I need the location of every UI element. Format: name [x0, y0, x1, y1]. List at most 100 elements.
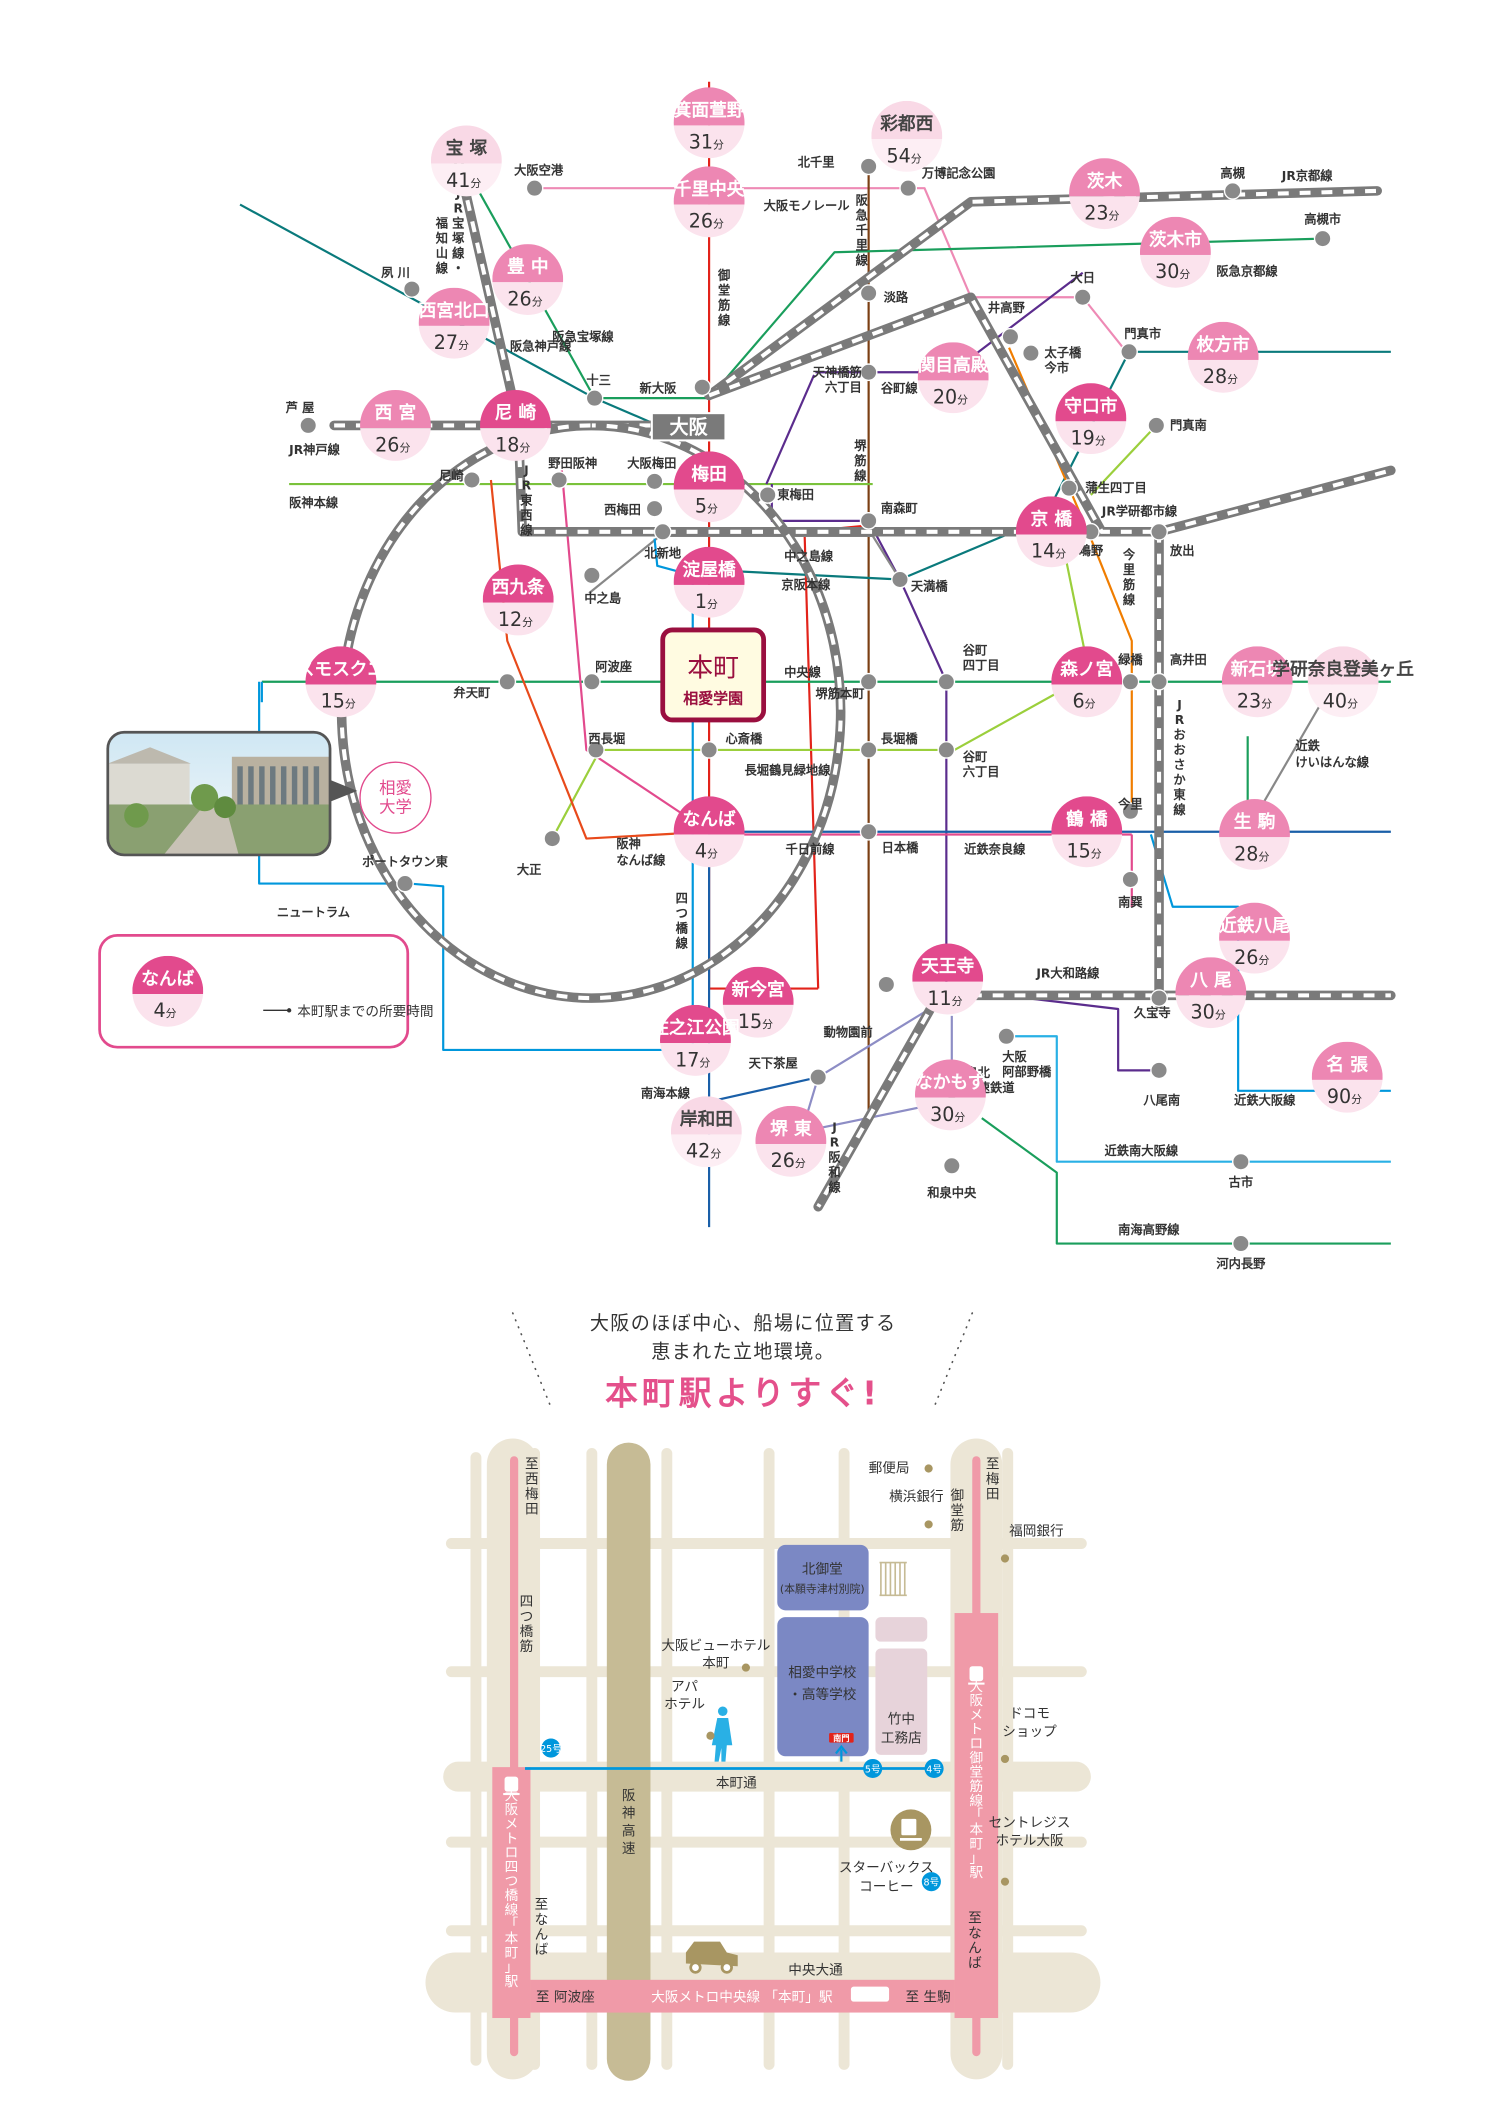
station-node[interactable]: [859, 741, 878, 759]
station-node[interactable]: [582, 566, 601, 585]
station-node[interactable]: [402, 280, 421, 298]
station-node[interactable]: [587, 741, 605, 759]
station-node[interactable]: [1223, 182, 1242, 200]
station-node[interactable]: [653, 522, 672, 541]
station-node[interactable]: [1150, 1061, 1168, 1080]
station-node[interactable]: [1150, 989, 1168, 1007]
osaka-hub[interactable]: 大阪: [650, 412, 727, 442]
station-node[interactable]: [859, 512, 878, 530]
station-node[interactable]: [1121, 672, 1140, 691]
honmachi-station[interactable]: 本町 相愛学園: [660, 627, 767, 723]
station-node[interactable]: [525, 179, 544, 198]
exit-badge[interactable]: 4号: [924, 1758, 944, 1779]
line-label: 阪急神戸線: [510, 338, 572, 353]
station-node[interactable]: [1121, 870, 1140, 889]
metro-yotsubashi-station[interactable]: [492, 1767, 531, 2019]
station-node[interactable]: [997, 1027, 1016, 1046]
exit-badge[interactable]: 8号: [921, 1872, 941, 1892]
station-node[interactable]: [299, 416, 318, 435]
road-hanshin-expressway[interactable]: [606, 1442, 651, 2081]
university-badge[interactable]: 相愛大学: [359, 761, 432, 834]
station-node[interactable]: [1022, 344, 1040, 363]
station-node[interactable]: [877, 975, 896, 994]
station-node[interactable]: [585, 389, 604, 408]
station-node[interactable]: [582, 672, 601, 691]
station-node[interactable]: [645, 472, 664, 491]
station-node[interactable]: [700, 741, 718, 759]
station-node[interactable]: [1150, 522, 1168, 541]
station-node[interactable]: [891, 570, 909, 589]
station-node[interactable]: [645, 499, 664, 518]
svg-text:「: 「: [505, 1917, 519, 1933]
station-node[interactable]: [937, 741, 956, 759]
station-node[interactable]: [1120, 342, 1138, 361]
station-node[interactable]: [937, 672, 956, 691]
station-node[interactable]: [1232, 1152, 1250, 1171]
building-kitamido[interactable]: [777, 1544, 869, 1611]
station-node[interactable]: [1147, 416, 1166, 435]
station-node[interactable]: [396, 874, 414, 893]
station-node[interactable]: [1073, 288, 1092, 307]
station-node[interactable]: [859, 672, 878, 691]
station-node[interactable]: [859, 157, 878, 176]
station-node[interactable]: [859, 822, 878, 841]
station-node[interactable]: [1232, 1234, 1250, 1253]
station-node[interactable]: [859, 363, 878, 382]
station-node[interactable]: [809, 1068, 828, 1087]
station-node[interactable]: [859, 284, 878, 303]
exit-badge[interactable]: 25号: [540, 1738, 562, 1758]
station-node[interactable]: [942, 1156, 961, 1175]
station-node[interactable]: [899, 179, 918, 198]
station-node[interactable]: [1060, 479, 1078, 498]
station-node[interactable]: [1001, 327, 1020, 346]
station-node[interactable]: [1121, 802, 1140, 821]
station-node[interactable]: [462, 471, 481, 489]
station-node[interactable]: [550, 471, 568, 489]
svg-text:里: 里: [856, 238, 868, 253]
station-node[interactable]: [543, 829, 562, 848]
station-node[interactable]: [498, 672, 517, 691]
svg-text:」: 」: [970, 1851, 984, 1867]
station-node[interactable]: [1313, 229, 1332, 248]
exit-badge[interactable]: 5号: [863, 1758, 883, 1779]
station-node[interactable]: [758, 486, 777, 504]
svg-text:四: 四: [505, 1859, 519, 1875]
building-takenaka[interactable]: [875, 1648, 928, 1755]
svg-text:田: 田: [986, 1487, 1000, 1503]
south-gate-badge[interactable]: [829, 1733, 854, 1743]
station-node[interactable]: [693, 378, 712, 397]
station-label: 高槻市: [1304, 212, 1341, 227]
station-node[interactable]: [1150, 672, 1168, 691]
time-station-name: なんば: [141, 968, 194, 989]
building-school[interactable]: [777, 1617, 869, 1757]
